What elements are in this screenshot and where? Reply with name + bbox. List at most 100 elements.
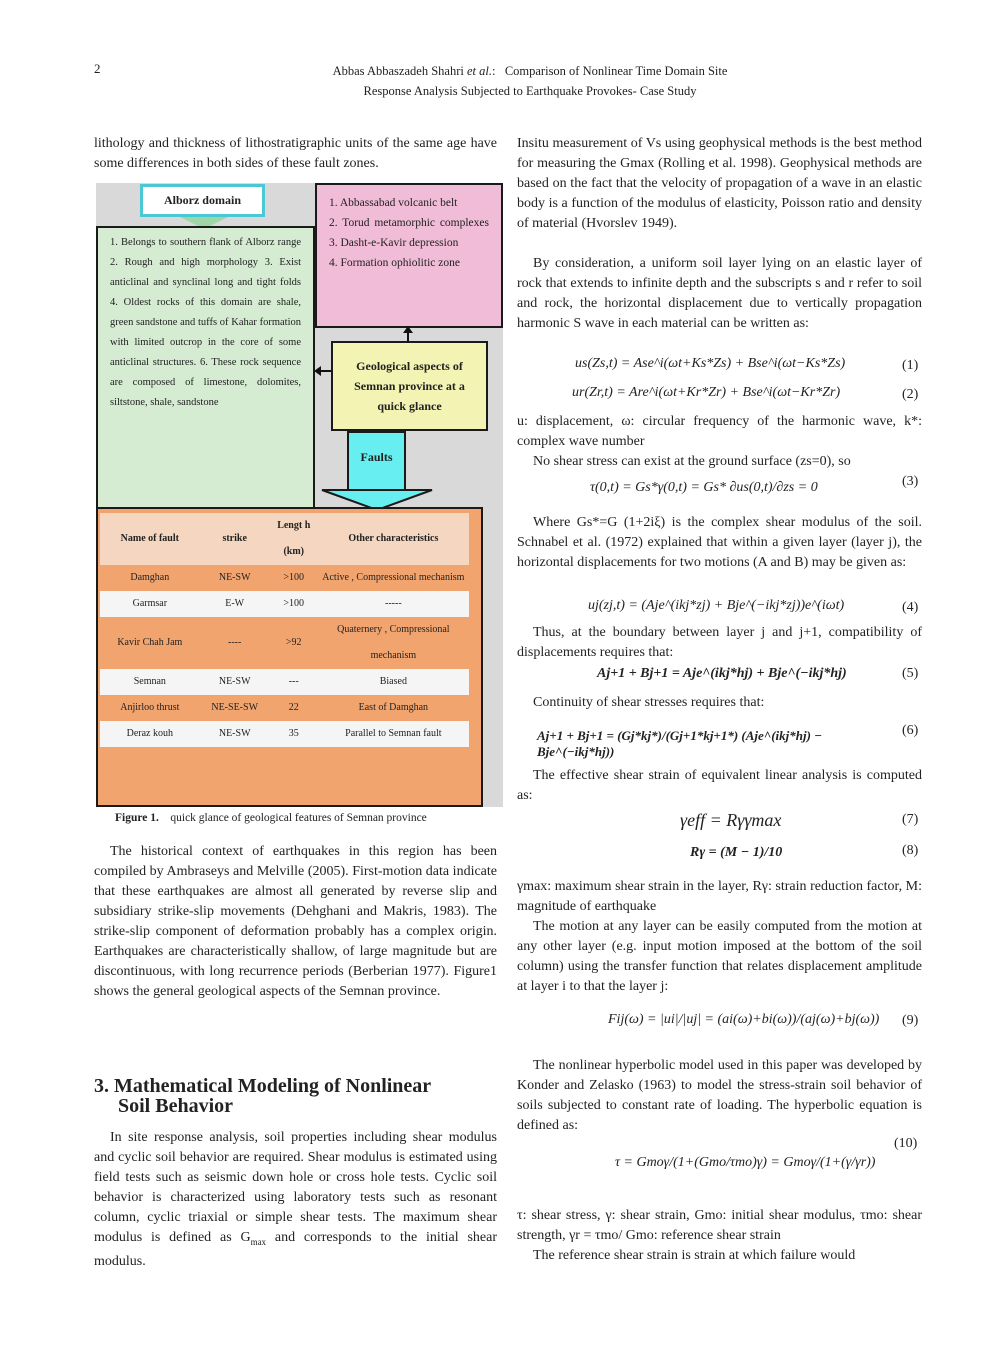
page-number: 2 xyxy=(94,61,101,76)
pink-features-box: 1. Abbassabad volcanic belt 2. Torud met… xyxy=(315,183,503,328)
up-arrow xyxy=(407,330,409,344)
cell-other: Quaternery , Compressional mechanism xyxy=(337,624,450,661)
pink-item-3: 3. Dasht-e-Kavir depression xyxy=(329,237,459,249)
cell-name: Damghan xyxy=(130,572,170,583)
equation-number-1: (1) xyxy=(902,358,919,373)
section-title-line1: 3. Mathematical Modeling of Nonlinear xyxy=(94,1075,432,1097)
equation-8: Rγ = (M − 1)/10 xyxy=(690,845,783,860)
running-header: Abbas Abbaszadeh Shahri et al.: Comparis… xyxy=(332,64,728,98)
right-paragraph-5: Where Gs*=G (1+2iξ) is the complex shear… xyxy=(517,515,922,570)
cell-strike: ---- xyxy=(228,637,242,648)
table-row: Anjirloo thrust NE-SE-SW 22 East of Damg… xyxy=(100,695,469,721)
header-length: Lengt h (km) xyxy=(277,520,311,557)
equation-9: Fij(ω) = |ui|/|uj| = (ai(ω)+bi(ω))/(aj(ω… xyxy=(608,1012,880,1027)
left-paragraph-2: The historical context of earthquakes in… xyxy=(94,844,497,999)
table-row: Deraz kouh NE-SW 35 Parallel to Semnan f… xyxy=(100,721,469,747)
equation-3: τ(0,t) = Gs*γ(0,t) = Gs* ∂us(0,t)/∂zs = … xyxy=(590,480,818,495)
cell-length: >92 xyxy=(285,637,302,648)
right-paragraph-2: By consideration, a uniform soil layer l… xyxy=(517,256,922,331)
cell-name: Kavir Chah Jam xyxy=(117,637,183,648)
cell-other: East of Damghan xyxy=(358,702,429,713)
cell-other: Parallel to Semnan fault xyxy=(345,728,442,739)
left-p3-sub: max xyxy=(250,1236,267,1247)
equation-5: Aj+1 + Bj+1 = Aje^(ikj*hj) + Bje^(−ikj*h… xyxy=(597,666,847,681)
right-paragraph-8: The effective shear strain of equivalent… xyxy=(517,768,922,803)
figure-caption: Figure 1. quick glance of geological fea… xyxy=(115,812,427,824)
left-arrow xyxy=(320,370,332,372)
equation-4: uj(zj,t) = (Aje^(ikj*zj) + Bje^(−ikj*zj)… xyxy=(588,598,845,613)
faults-arrow-body: Faults xyxy=(347,431,406,490)
equation-6: Aj+1 + Bj+1 = (Gj*kj*)/(Gj+1*kj+1*) (Aje… xyxy=(537,728,823,759)
left-p3-text: In site response analysis, soil properti… xyxy=(94,1130,497,1245)
cell-length: 35 xyxy=(288,728,299,739)
equation-number-6: (6) xyxy=(902,723,919,738)
equation-number-2: (2) xyxy=(902,387,919,402)
header-et-al: et al. xyxy=(466,64,492,78)
equation-7: γeff = Rγγmax xyxy=(680,810,782,830)
right-paragraph-4: No shear stress can exist at the ground … xyxy=(533,454,851,469)
cell-strike: NE-SW xyxy=(218,572,251,583)
header-strike: strike xyxy=(222,533,247,544)
right-paragraph-13: The reference shear strain is strain at … xyxy=(533,1248,856,1263)
equation-number-4: (4) xyxy=(902,600,919,615)
alborz-domain-box: 1. Belongs to southern flank of Alborz r… xyxy=(96,226,315,509)
equation-number-10: (10) xyxy=(894,1136,918,1151)
equation-number-5: (5) xyxy=(902,666,919,681)
left-paragraph-3: In site response analysis, soil properti… xyxy=(94,1128,497,1272)
equation-2: ur(Zr,t) = Are^i(ωt+Kr*Zr) + Bse^i(ωt−Kr… xyxy=(572,385,841,400)
left-arrow-head xyxy=(314,366,321,376)
table-row: Garmsar E-W >100 ----- xyxy=(100,591,469,617)
table-row: Damghan NE-SW >100 Active , Compressiona… xyxy=(100,565,469,591)
cell-length: >100 xyxy=(283,572,305,583)
right-paragraph-11: The nonlinear hyperbolic model used in t… xyxy=(517,1058,922,1133)
cell-other: Biased xyxy=(379,676,407,687)
equation-1: us(Zs,t) = Ase^i(ωt+Ks*Zs) + Bse^i(ωt−Ks… xyxy=(575,356,846,371)
cell-length: 22 xyxy=(288,702,299,713)
fault-table-container: Name of fault strike Lengt h (km) Other … xyxy=(96,507,483,807)
right-paragraph-7: Continuity of shear stresses requires th… xyxy=(533,695,765,710)
equation-number-3: (3) xyxy=(902,474,919,489)
equation-number-7: (7) xyxy=(902,812,919,827)
header-other: Other characteristics xyxy=(348,533,439,544)
caption-text: quick glance of geological features of S… xyxy=(170,812,427,824)
cell-other: ----- xyxy=(385,598,402,609)
cell-strike: NE-SW xyxy=(218,728,251,739)
fault-table: Name of fault strike Lengt h (km) Other … xyxy=(100,513,469,747)
geological-aspects-title: Geological aspects of Semnan province at… xyxy=(354,359,465,413)
header-title-line1: Comparison of Nonlinear Time Domain Site xyxy=(504,64,728,78)
cell-name: Anjirloo thrust xyxy=(120,702,180,713)
cell-length: --- xyxy=(288,676,299,687)
header-title-line2: Response Analysis Subjected to Earthquak… xyxy=(363,84,697,98)
equation-number-8: (8) xyxy=(902,843,919,858)
cell-other: Active , Compressional mechanism xyxy=(322,572,465,583)
right-paragraph-10: The motion at any layer can be easily co… xyxy=(517,919,922,994)
pink-item-4: 4. Formation ophiolitic zone xyxy=(329,257,460,269)
caption-label: Figure 1. xyxy=(115,812,159,824)
right-paragraph-6: Thus, at the boundary between layer j an… xyxy=(517,625,922,660)
left-p3-end: and corresponds to the initial shear mod… xyxy=(94,1230,497,1269)
geological-aspects-box: Geological aspects of Semnan province at… xyxy=(331,341,488,431)
table-row: Semnan NE-SW --- Biased xyxy=(100,669,469,695)
right-paragraph-9: γmax: maximum shear strain in the layer,… xyxy=(517,879,922,914)
header-name: Name of fault xyxy=(120,533,179,544)
up-arrow-head xyxy=(403,326,413,333)
right-paragraph-1: Insitu measurement of Vs using geophysic… xyxy=(517,136,922,231)
cell-strike: NE-SE-SW xyxy=(211,702,259,713)
pink-item-1: 1. Abbassabad volcanic belt xyxy=(329,197,458,209)
equation-number-9: (9) xyxy=(902,1013,919,1028)
right-paragraph-3: u: displacement, ω: circular frequency o… xyxy=(517,414,922,449)
left-paragraph-1: lithology and thickness of lithostratigr… xyxy=(94,136,497,171)
faults-arrow-head xyxy=(321,489,433,512)
section-title-line2: Soil Behavior xyxy=(118,1095,234,1117)
cell-strike: E-W xyxy=(225,598,245,609)
alborz-domain-title: Alborz domain xyxy=(140,184,265,217)
cell-name: Semnan xyxy=(133,676,166,687)
cell-name: Garmsar xyxy=(132,598,168,609)
cell-strike: NE-SW xyxy=(218,676,251,687)
alborz-domain-text: 1. Belongs to southern flank of Alborz r… xyxy=(110,237,301,408)
pink-item-2: 2. Torud metamorphic complexes xyxy=(329,217,489,229)
header-authors: Abbas Abbaszadeh Shahri xyxy=(332,64,464,78)
equation-10: τ = Gmoγ/(1+(Gmo/τmo)γ) = Gmoγ/(1+(γ/γr)… xyxy=(615,1155,876,1170)
table-row: Kavir Chah Jam ---- >92 Quaternery , Com… xyxy=(100,617,469,669)
cell-length: >100 xyxy=(283,598,305,609)
